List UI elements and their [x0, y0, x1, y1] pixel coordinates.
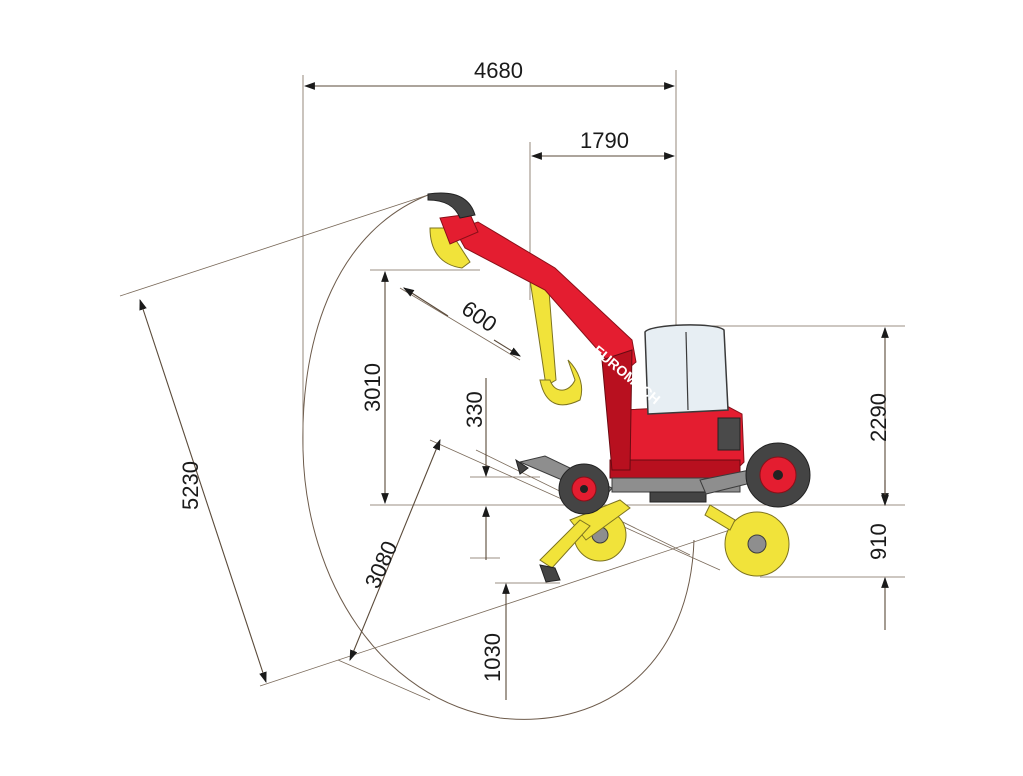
excavator-main: EUROMACH: [427, 192, 811, 515]
dim-dig-height: 3010: [360, 363, 385, 412]
dim-dig-depth: 1030: [480, 633, 505, 682]
dimension-lines: [139, 82, 889, 700]
dim-dump-clearance: 330: [462, 391, 487, 428]
excavator-alt-position: [429, 227, 790, 583]
dim-bucket-width: 600: [457, 296, 501, 338]
dim-cab-height: 2290: [866, 393, 891, 442]
dim-rear-to-pivot: 1790: [580, 128, 629, 153]
dim-reach-radius: 5230: [178, 461, 203, 510]
dim-overall-reach: 4680: [474, 58, 523, 83]
dimension-labels: 4680 1790 600 3010 330 2290 910 5230 308…: [178, 58, 891, 682]
dim-leg-height: 910: [866, 523, 891, 560]
dim-dig-depth-radius: 3080: [360, 537, 403, 592]
